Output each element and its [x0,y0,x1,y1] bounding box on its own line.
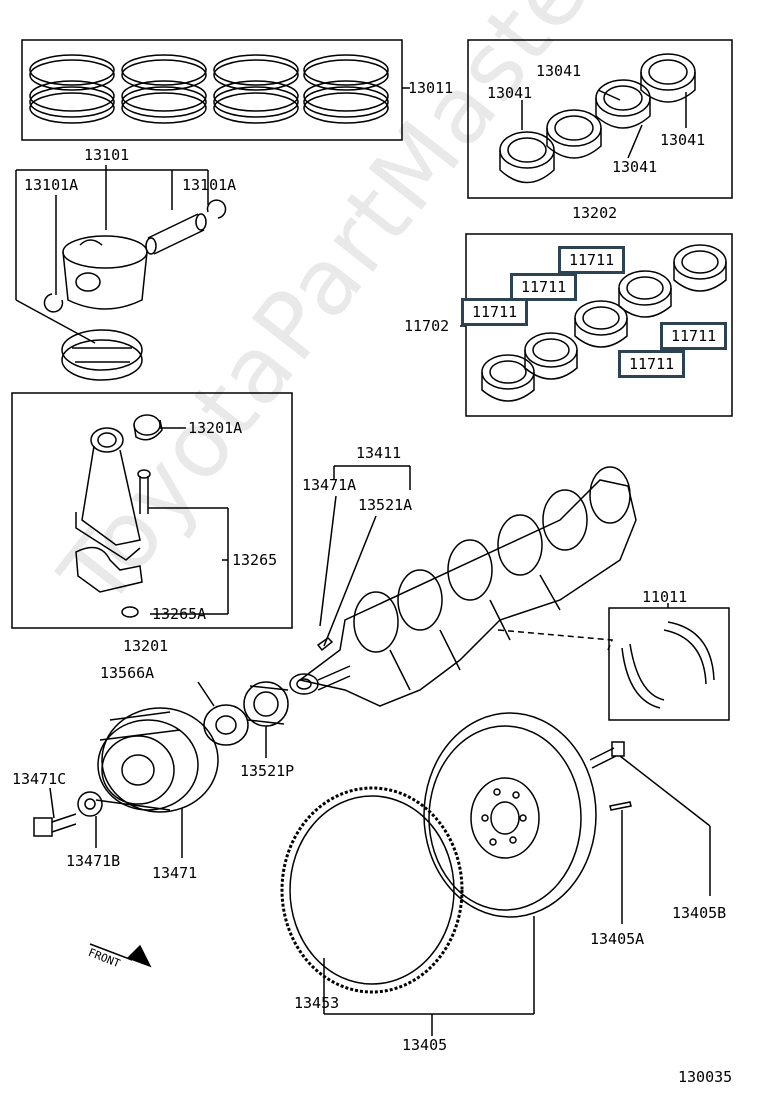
label-13471[interactable]: 13471 [152,864,198,882]
crankshaft [289,466,637,707]
piston-pin [145,213,207,255]
crank-pulley [95,707,219,813]
rod-nut [121,606,139,618]
label-13201A[interactable]: 13201A [188,419,243,437]
label-13471A[interactable]: 13471A [302,476,357,494]
label-13265[interactable]: 13265 [232,551,278,569]
highlight-label-11711-5[interactable]: 11711 [618,350,686,378]
label-13405B[interactable]: 13405B [672,904,727,922]
crank-sprocket [203,704,249,746]
label-13405A[interactable]: 13405A [590,930,645,948]
piston-ring-set-3 [213,54,299,124]
label-11702[interactable]: 11702 [404,317,450,335]
main-bearing-4 [618,270,672,318]
highlight-label-11711-3[interactable]: 11711 [461,298,529,326]
thrust-washer-2 [663,621,715,685]
label-13202[interactable]: 13202 [572,204,618,222]
pulley-washer [77,791,103,817]
label-13471C[interactable]: 13471C [12,770,67,788]
piston-bottom-view [61,329,143,381]
piston [62,235,148,310]
connecting-rod [75,427,141,561]
highlight-label-11711-1[interactable]: 11711 [558,246,626,274]
dowel-pin [609,801,632,811]
rod-bearing-2 [546,109,602,159]
label-13101A-left[interactable]: 13101A [24,176,79,194]
label-13471B[interactable]: 13471B [66,852,121,870]
label-13101[interactable]: 13101 [84,146,130,164]
label-13453[interactable]: 13453 [294,994,340,1012]
piston-rings-box [21,39,403,141]
rod-bushing [133,414,163,441]
piston-ring-set-4 [303,54,389,124]
label-13041-b[interactable]: 13041 [487,84,533,102]
label-13265A[interactable]: 13265A [152,605,207,623]
label-13041-a[interactable]: 13041 [536,62,582,80]
main-bearing-5 [673,244,727,292]
label-11011[interactable]: 11011 [642,588,688,606]
main-bearing-2 [524,332,578,380]
highlight-label-11711-4[interactable]: 11711 [660,322,728,350]
thrust-washers-box [608,607,730,721]
figure-number: 130035 [678,1068,733,1086]
label-13011[interactable]: 13011 [408,79,454,97]
label-13405[interactable]: 13405 [402,1036,448,1054]
piston-ring-set-1 [29,54,115,124]
pulley-bolt [33,813,77,837]
rod-cap [75,546,143,593]
thrust-washer-1 [621,643,665,709]
label-13411[interactable]: 13411 [356,444,402,462]
connecting-rod-box [11,392,293,629]
rod-bearing-1 [499,131,555,184]
label-13041-d[interactable]: 13041 [612,158,658,176]
main-bearing-1 [481,354,535,402]
crank-gear [243,681,289,727]
front-arrow [89,943,152,968]
main-bearing-3 [574,300,628,348]
rod-bearing-3 [595,79,651,129]
label-13041-c[interactable]: 13041 [660,131,706,149]
rod-bearing-4 [640,53,696,103]
piston-ring-set-2 [121,54,207,124]
crank-woodruff-key [316,637,334,652]
label-13201[interactable]: 13201 [123,637,169,655]
label-13521A[interactable]: 13521A [358,496,413,514]
label-13101A-right[interactable]: 13101A [182,176,237,194]
snap-ring-left [43,293,64,313]
highlight-label-11711-2[interactable]: 11711 [510,273,578,301]
rod-bearings-box [467,39,733,199]
label-13566A[interactable]: 13566A [100,664,155,682]
flywheel-bolt [589,741,625,769]
flywheel [423,712,597,918]
label-13521P[interactable]: 13521P [240,762,295,780]
ring-gear [280,786,464,994]
snap-ring-right [206,199,227,219]
